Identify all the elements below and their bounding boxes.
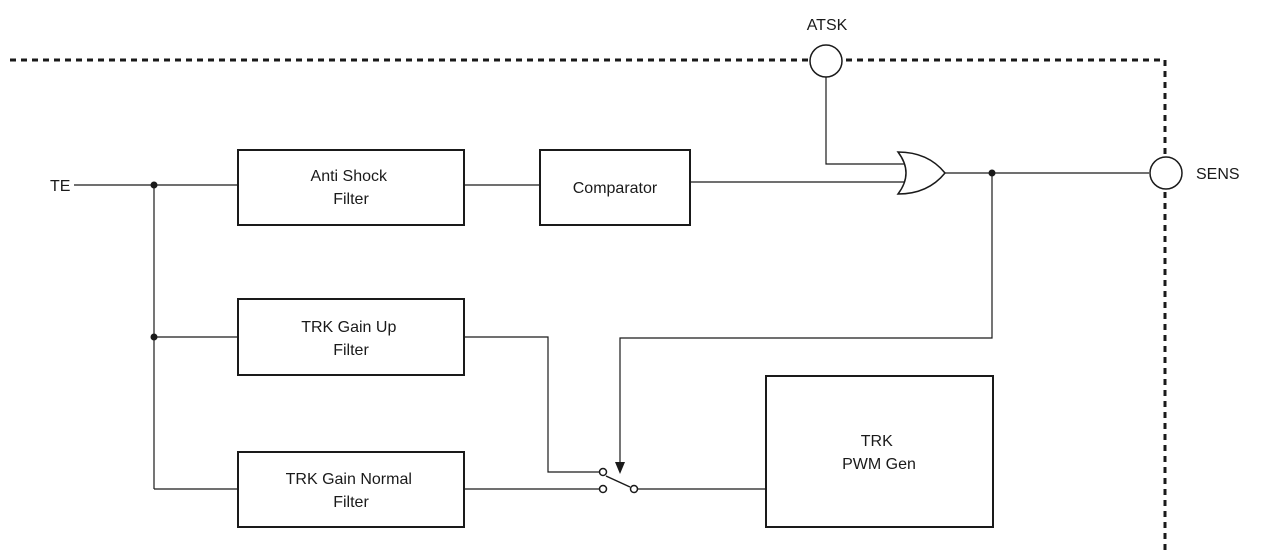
sens-label: SENS bbox=[1196, 166, 1240, 183]
trk-pwm-gen-label-line1: TRK bbox=[861, 433, 893, 450]
switch-control-wire bbox=[619, 173, 993, 467]
trk-gain-up-filter-label: TRK Gain Up Filter bbox=[301, 319, 401, 359]
trk-gain-normal-filter-label-line2: Filter bbox=[333, 494, 369, 511]
switch-contact-normal bbox=[598, 484, 608, 494]
comparator-label: Comparator bbox=[573, 180, 658, 197]
trk-pwm-gen-block bbox=[765, 375, 994, 528]
junction-dot bbox=[150, 181, 158, 189]
chip-boundary bbox=[10, 58, 1167, 553]
trk-pwm-gen-label: TRK PWM Gen bbox=[842, 433, 916, 473]
comparator-block bbox=[539, 149, 691, 226]
anti-shock-filter-label: Anti Shock Filter bbox=[311, 168, 392, 208]
switch-contact-out bbox=[629, 484, 639, 494]
gain-up-to-switch-wire bbox=[464, 336, 599, 473]
anti-shock-filter-label-line2: Filter bbox=[333, 191, 369, 208]
atsk-to-gate-wire bbox=[825, 77, 904, 165]
sens-pin bbox=[1149, 156, 1183, 190]
trk-gain-normal-filter-block bbox=[237, 451, 465, 528]
anti-shock-filter-block bbox=[237, 149, 465, 226]
switch-control-arrow bbox=[615, 462, 625, 474]
atsk-pin bbox=[809, 44, 843, 78]
switch-blade bbox=[605, 475, 631, 488]
te-label: TE bbox=[50, 178, 70, 195]
junction-dot bbox=[150, 333, 158, 341]
trk-pwm-gen-label-line2: PWM Gen bbox=[842, 456, 916, 473]
trk-gain-up-filter-block bbox=[237, 298, 465, 376]
trk-gain-up-filter-label-line2: Filter bbox=[333, 342, 369, 359]
switch-contact-up bbox=[598, 467, 608, 477]
trk-gain-up-filter-label-line1: TRK Gain Up bbox=[301, 319, 396, 336]
trk-gain-normal-filter-label: TRK Gain Normal Filter bbox=[286, 471, 417, 511]
trk-gain-normal-filter-label-line1: TRK Gain Normal bbox=[286, 471, 412, 488]
anti-shock-filter-label-line1: Anti Shock bbox=[311, 168, 388, 185]
atsk-label: ATSK bbox=[807, 17, 848, 34]
or-gate bbox=[896, 151, 946, 195]
